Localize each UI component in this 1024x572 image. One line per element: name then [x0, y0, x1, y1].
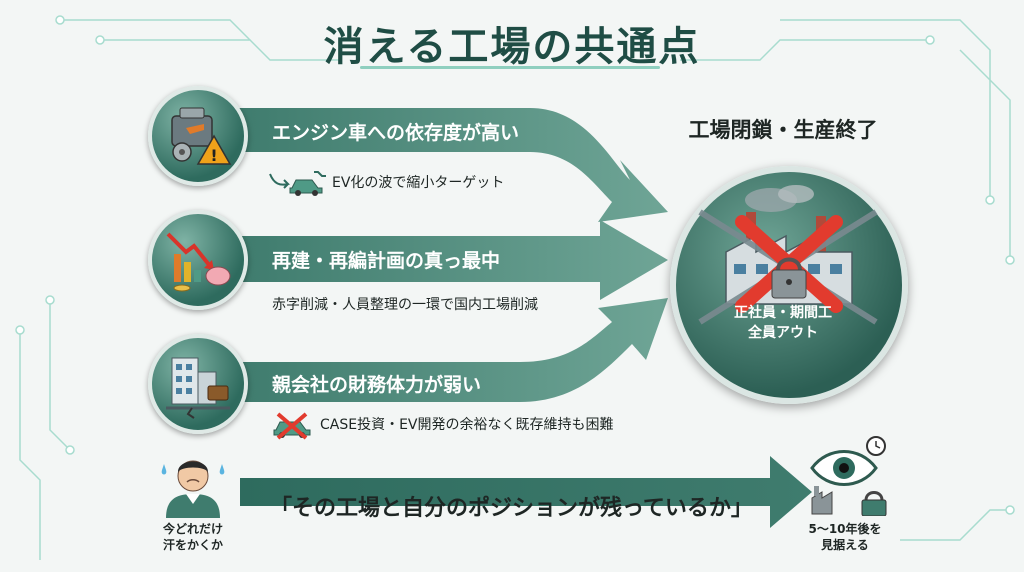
- arrow-bottom: [240, 456, 812, 528]
- outcome-title: 工場閉鎖・生産終了: [688, 118, 878, 142]
- title-underline: [360, 66, 660, 69]
- cracked-building-icon: [166, 357, 230, 419]
- chained-factory-icon: [698, 185, 878, 325]
- factor-3-detail: CASE投資・EV開発の余裕なく既存維持も困難: [320, 417, 614, 433]
- svg-text:!: !: [210, 146, 217, 165]
- sweating-worker-icon: [161, 460, 225, 518]
- factor-2-icon-circle: [148, 210, 248, 310]
- watch-caption-line2: 見据える: [821, 538, 869, 552]
- factor-1-detail: EV化の波で縮小ターゲット: [332, 175, 505, 191]
- outcome-circle: [670, 166, 908, 404]
- factor-2-label: 再建・再編計画の真っ最中: [272, 250, 501, 272]
- watch-caption-line1: 5〜10年後を: [808, 522, 882, 536]
- worker-caption-line1: 今どれだけ: [162, 522, 223, 536]
- electric-car-icon: [269, 171, 326, 196]
- factor-3-icon-circle: [148, 334, 248, 434]
- key-question: 「その工場と自分のポジションが残っているか」: [270, 496, 753, 521]
- arrow-factor-1: [220, 108, 668, 222]
- crossed-car-icon: [273, 412, 311, 440]
- factor-1-label: エンジン車への依存度が高い: [272, 122, 520, 144]
- arrow-factor-2: [220, 220, 668, 300]
- declining-chart-icon: [166, 232, 231, 292]
- factor-1-icon-circle: !: [148, 86, 248, 186]
- eye-clock-icon: [810, 436, 887, 516]
- factor-3-label: 親会社の財務体力が弱い: [272, 374, 482, 396]
- arrow-factor-3: [220, 298, 668, 402]
- outcome-caption-line2: 全員アウト: [748, 325, 818, 341]
- page-title: 消える工場の共通点: [323, 24, 701, 70]
- outcome-caption-line1: 正社員・期間工: [734, 305, 832, 321]
- worker-caption-line2: 汗をかくか: [162, 538, 223, 552]
- factor-2-detail: 赤字削減・人員整理の一環で国内工場削減: [272, 297, 538, 313]
- engine-warning-icon: !: [171, 107, 232, 165]
